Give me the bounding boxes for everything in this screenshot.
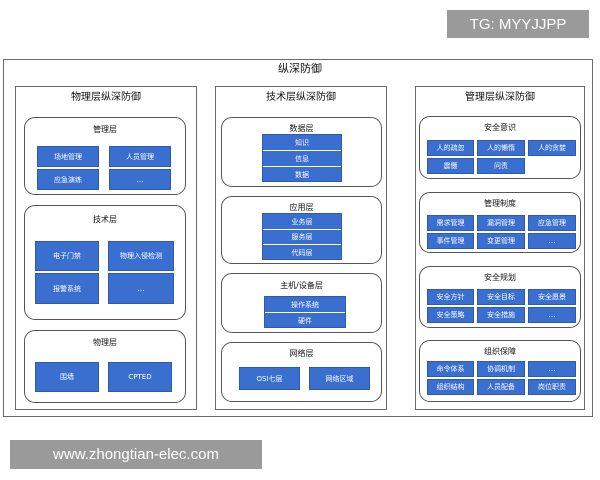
cell-deterrence: 震慑: [427, 158, 474, 174]
cell-more: …: [528, 307, 576, 323]
cell-osi-seven-layers: OSI七层: [239, 367, 300, 390]
cell-knowledge: 知识: [263, 135, 341, 151]
watermark-bottom: www.zhongtian-elec.com: [10, 440, 262, 469]
cell-human-negligence: 人的疏忽: [427, 140, 474, 156]
cell-data: 数据: [295, 171, 309, 179]
watermark-top: TG: MYYJJPP: [447, 10, 589, 38]
cell-staffing: 人员配备: [477, 379, 525, 395]
cell-human-greed: 人的贪婪: [528, 140, 576, 156]
cell-accountability: 问责: [477, 158, 525, 174]
panel-security-planning-title: 安全规划: [484, 273, 516, 282]
column-technical-title: 技术层纵深防御: [266, 92, 336, 103]
cell-personnel-management: 人员管理: [109, 146, 171, 167]
application-layer-stack: 业务层 服务层 代码层: [262, 213, 342, 260]
cell-security-vision: 安全愿景: [528, 289, 576, 305]
panel-management-layer-title: 管理层: [93, 125, 117, 134]
panel-application-layer-title: 应用层: [289, 203, 314, 212]
column-management-title: 管理层纵深防御: [465, 92, 535, 103]
panel-physical-layer-title: 物理层: [93, 338, 117, 347]
cell-more: …: [108, 273, 174, 304]
column-physical-title: 物理层纵深防御: [71, 92, 141, 103]
cell-job-responsibilities: 岗位职责: [528, 379, 576, 395]
cell-more: …: [528, 361, 576, 377]
panel-security-awareness-title: 安全意识: [484, 123, 516, 132]
cell-cpted: CPTED: [108, 362, 172, 392]
diagram-title: 纵深防御: [278, 62, 322, 75]
panel-data-layer-title: 数据层: [289, 124, 314, 133]
cell-incident-management: 事件管理: [427, 233, 474, 249]
cell-operating-system: 操作系统: [265, 297, 345, 313]
cell-security-policy-guideline: 安全方针: [427, 289, 474, 305]
cell-information: 信息: [263, 151, 341, 167]
cell-emergency-management: 应急管理: [528, 215, 576, 231]
cell-organization-structure: 组织结构: [427, 379, 474, 395]
panel-network-layer-title: 网络层: [289, 349, 314, 358]
cell-network-zone: 网络区域: [309, 367, 370, 390]
cell-command-system: 命令体系: [427, 361, 474, 377]
cell-more: …: [528, 233, 576, 249]
cell-vulnerability-management: 漏洞管理: [477, 215, 525, 231]
panel-technical-layer-title: 技术层: [93, 215, 117, 224]
cell-access-control: 电子门禁: [35, 241, 99, 271]
panel-organizational-support-title: 组织保障: [484, 347, 516, 356]
cell-alarm-system: 报警系统: [35, 273, 99, 304]
cell-security-strategy: 安全策略: [427, 307, 474, 323]
cell-more: …: [109, 169, 171, 190]
panel-management-system-title: 管理制度: [484, 199, 516, 208]
cell-security-measures: 安全措施: [477, 307, 525, 323]
data-layer-stack: 知识 信息 数据: [262, 134, 342, 182]
cell-business-layer: 业务层: [263, 214, 341, 230]
cell-change-management: 变更管理: [477, 233, 525, 249]
cell-fence: 围墙: [35, 362, 99, 392]
cell-hardware: 硬件: [298, 317, 312, 325]
cell-service-layer: 服务层: [263, 230, 341, 245]
cell-emergency-drill: 应急演练: [37, 169, 99, 190]
cell-requirement-management: 需求管理: [427, 215, 474, 231]
cell-security-goal: 安全目标: [477, 289, 525, 305]
cell-coordination-mechanism: 协调机制: [477, 361, 525, 377]
panel-host-device-layer-title: 主机/设备层: [280, 281, 323, 290]
cell-code-layer: 代码层: [291, 249, 313, 257]
cell-intrusion-detection: 物理入侵检测: [108, 241, 174, 271]
host-layer-stack: 操作系统 硬件: [264, 296, 346, 328]
cell-site-management: 场地管理: [37, 146, 99, 167]
cell-human-laziness: 人的懒惰: [477, 140, 525, 156]
